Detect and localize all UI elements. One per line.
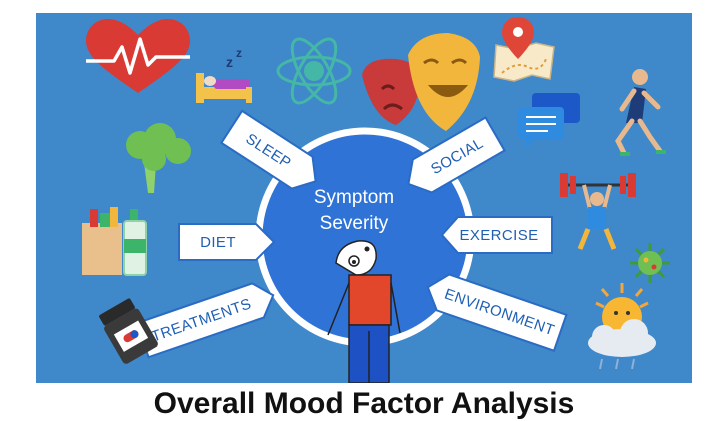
pill-bottle-icon <box>99 298 158 364</box>
factor-diet: DIET <box>178 223 276 261</box>
groceries-icon <box>82 207 147 276</box>
diagram-caption: Overall Mood Factor Analysis <box>153 387 575 420</box>
mood-factor-diagram: Symptom Severity SLEEP DIET TREATMENTS S… <box>82 17 670 383</box>
broccoli-icon <box>126 123 191 193</box>
theater-masks-icon <box>362 33 480 131</box>
sun-cloud-icon <box>588 283 656 370</box>
virus-icon <box>630 243 670 283</box>
weightlifter-icon <box>560 173 636 250</box>
heart-pulse-icon <box>86 19 190 93</box>
svg-text:z: z <box>226 54 233 70</box>
chat-bubbles-icon <box>518 93 580 149</box>
hub-title-line2: Severity <box>320 213 389 234</box>
svg-text:z: z <box>236 46 242 60</box>
diagram-panel: Symptom Severity SLEEP DIET TREATMENTS S… <box>36 13 692 383</box>
factor-environment: ENVIRONMENT <box>426 273 568 353</box>
factor-exercise: EXERCISE <box>440 216 553 254</box>
person-figure-icon <box>327 240 401 383</box>
map-pin-icon <box>493 17 555 82</box>
factor-diet-label: DIET <box>200 234 236 251</box>
factor-exercise-label: EXERCISE <box>459 227 538 244</box>
atom-icon <box>276 37 352 105</box>
hub-title-line1: Symptom <box>314 187 394 208</box>
runner-icon <box>615 69 666 156</box>
sleep-bed-icon: z z <box>196 46 252 103</box>
factor-sleep: SLEEP <box>220 109 317 190</box>
factor-treatments: TREATMENTS <box>135 282 275 359</box>
